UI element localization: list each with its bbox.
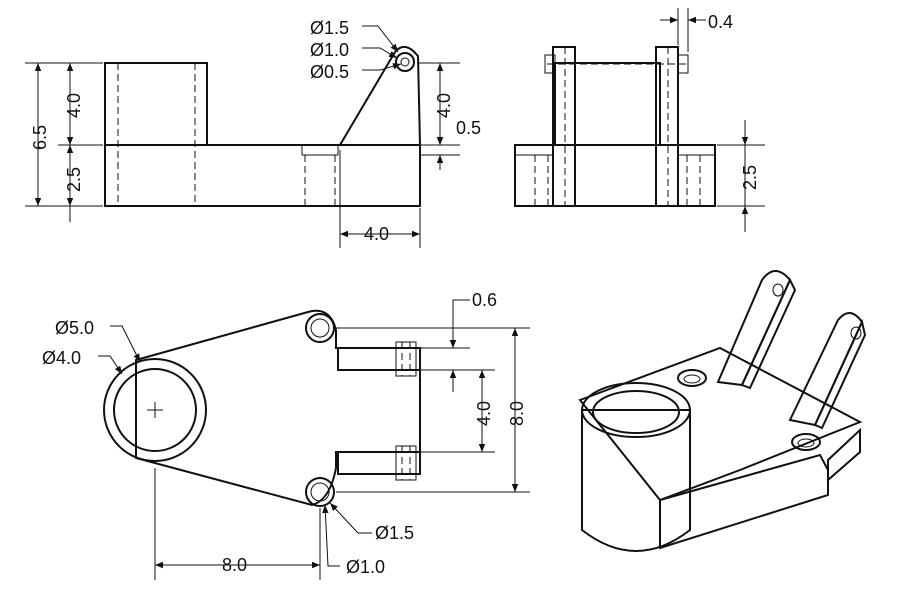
side-view: 0.4 2.5 [514, 8, 765, 232]
top-boss-inner [113, 368, 197, 452]
side-lug-left [552, 46, 576, 207]
top-dim-gap: 0.6 [472, 290, 497, 310]
top-callout-hole-inner: Ø1.0 [346, 557, 385, 577]
side-dim-base-height: 2.5 [740, 165, 760, 190]
top-boss-outer [103, 358, 207, 462]
top-dim-center-distance: 8.0 [222, 555, 247, 575]
front-dim-lug-height: 4.0 [434, 93, 454, 118]
front-dim-upper-height: 4.0 [64, 93, 84, 118]
front-dim-6-5: 6.5 [30, 125, 50, 150]
top-dim-outer-span: 8.0 [507, 401, 527, 426]
front-dim-lug-width: 4.0 [364, 224, 389, 244]
front-callout-outer-diameter: Ø1.5 [310, 18, 349, 38]
top-plate [135, 309, 421, 507]
front-view: 6.5 4.0 2.5 4.0 0.5 4.0 Ø1.5 Ø1.0 Ø0.5 [25, 18, 481, 248]
top-dim-inner-span: 4.0 [474, 401, 494, 426]
side-dim-lug-thickness: 0.4 [708, 12, 733, 32]
front-dim-offset: 0.5 [456, 118, 481, 138]
top-callout-boss-outer: Ø5.0 [55, 318, 94, 338]
front-dim-base-height: 2.5 [64, 167, 84, 192]
top-callout-boss-inner: Ø4.0 [42, 348, 81, 368]
isometric-view [578, 270, 867, 552]
front-cylinder [104, 62, 208, 146]
front-lug-hole [395, 52, 415, 72]
front-lug [338, 45, 422, 146]
front-callout-hole-diameter: Ø1.0 [310, 40, 349, 60]
front-callout-inner-diameter: Ø0.5 [310, 62, 349, 82]
top-callout-hole-outer: Ø1.5 [375, 523, 414, 543]
top-view: 0.6 4.0 8.0 8.0 Ø5.0 Ø4.0 Ø1.5 Ø1.0 [42, 290, 530, 580]
front-base [104, 144, 421, 207]
side-lug-right [655, 46, 679, 207]
